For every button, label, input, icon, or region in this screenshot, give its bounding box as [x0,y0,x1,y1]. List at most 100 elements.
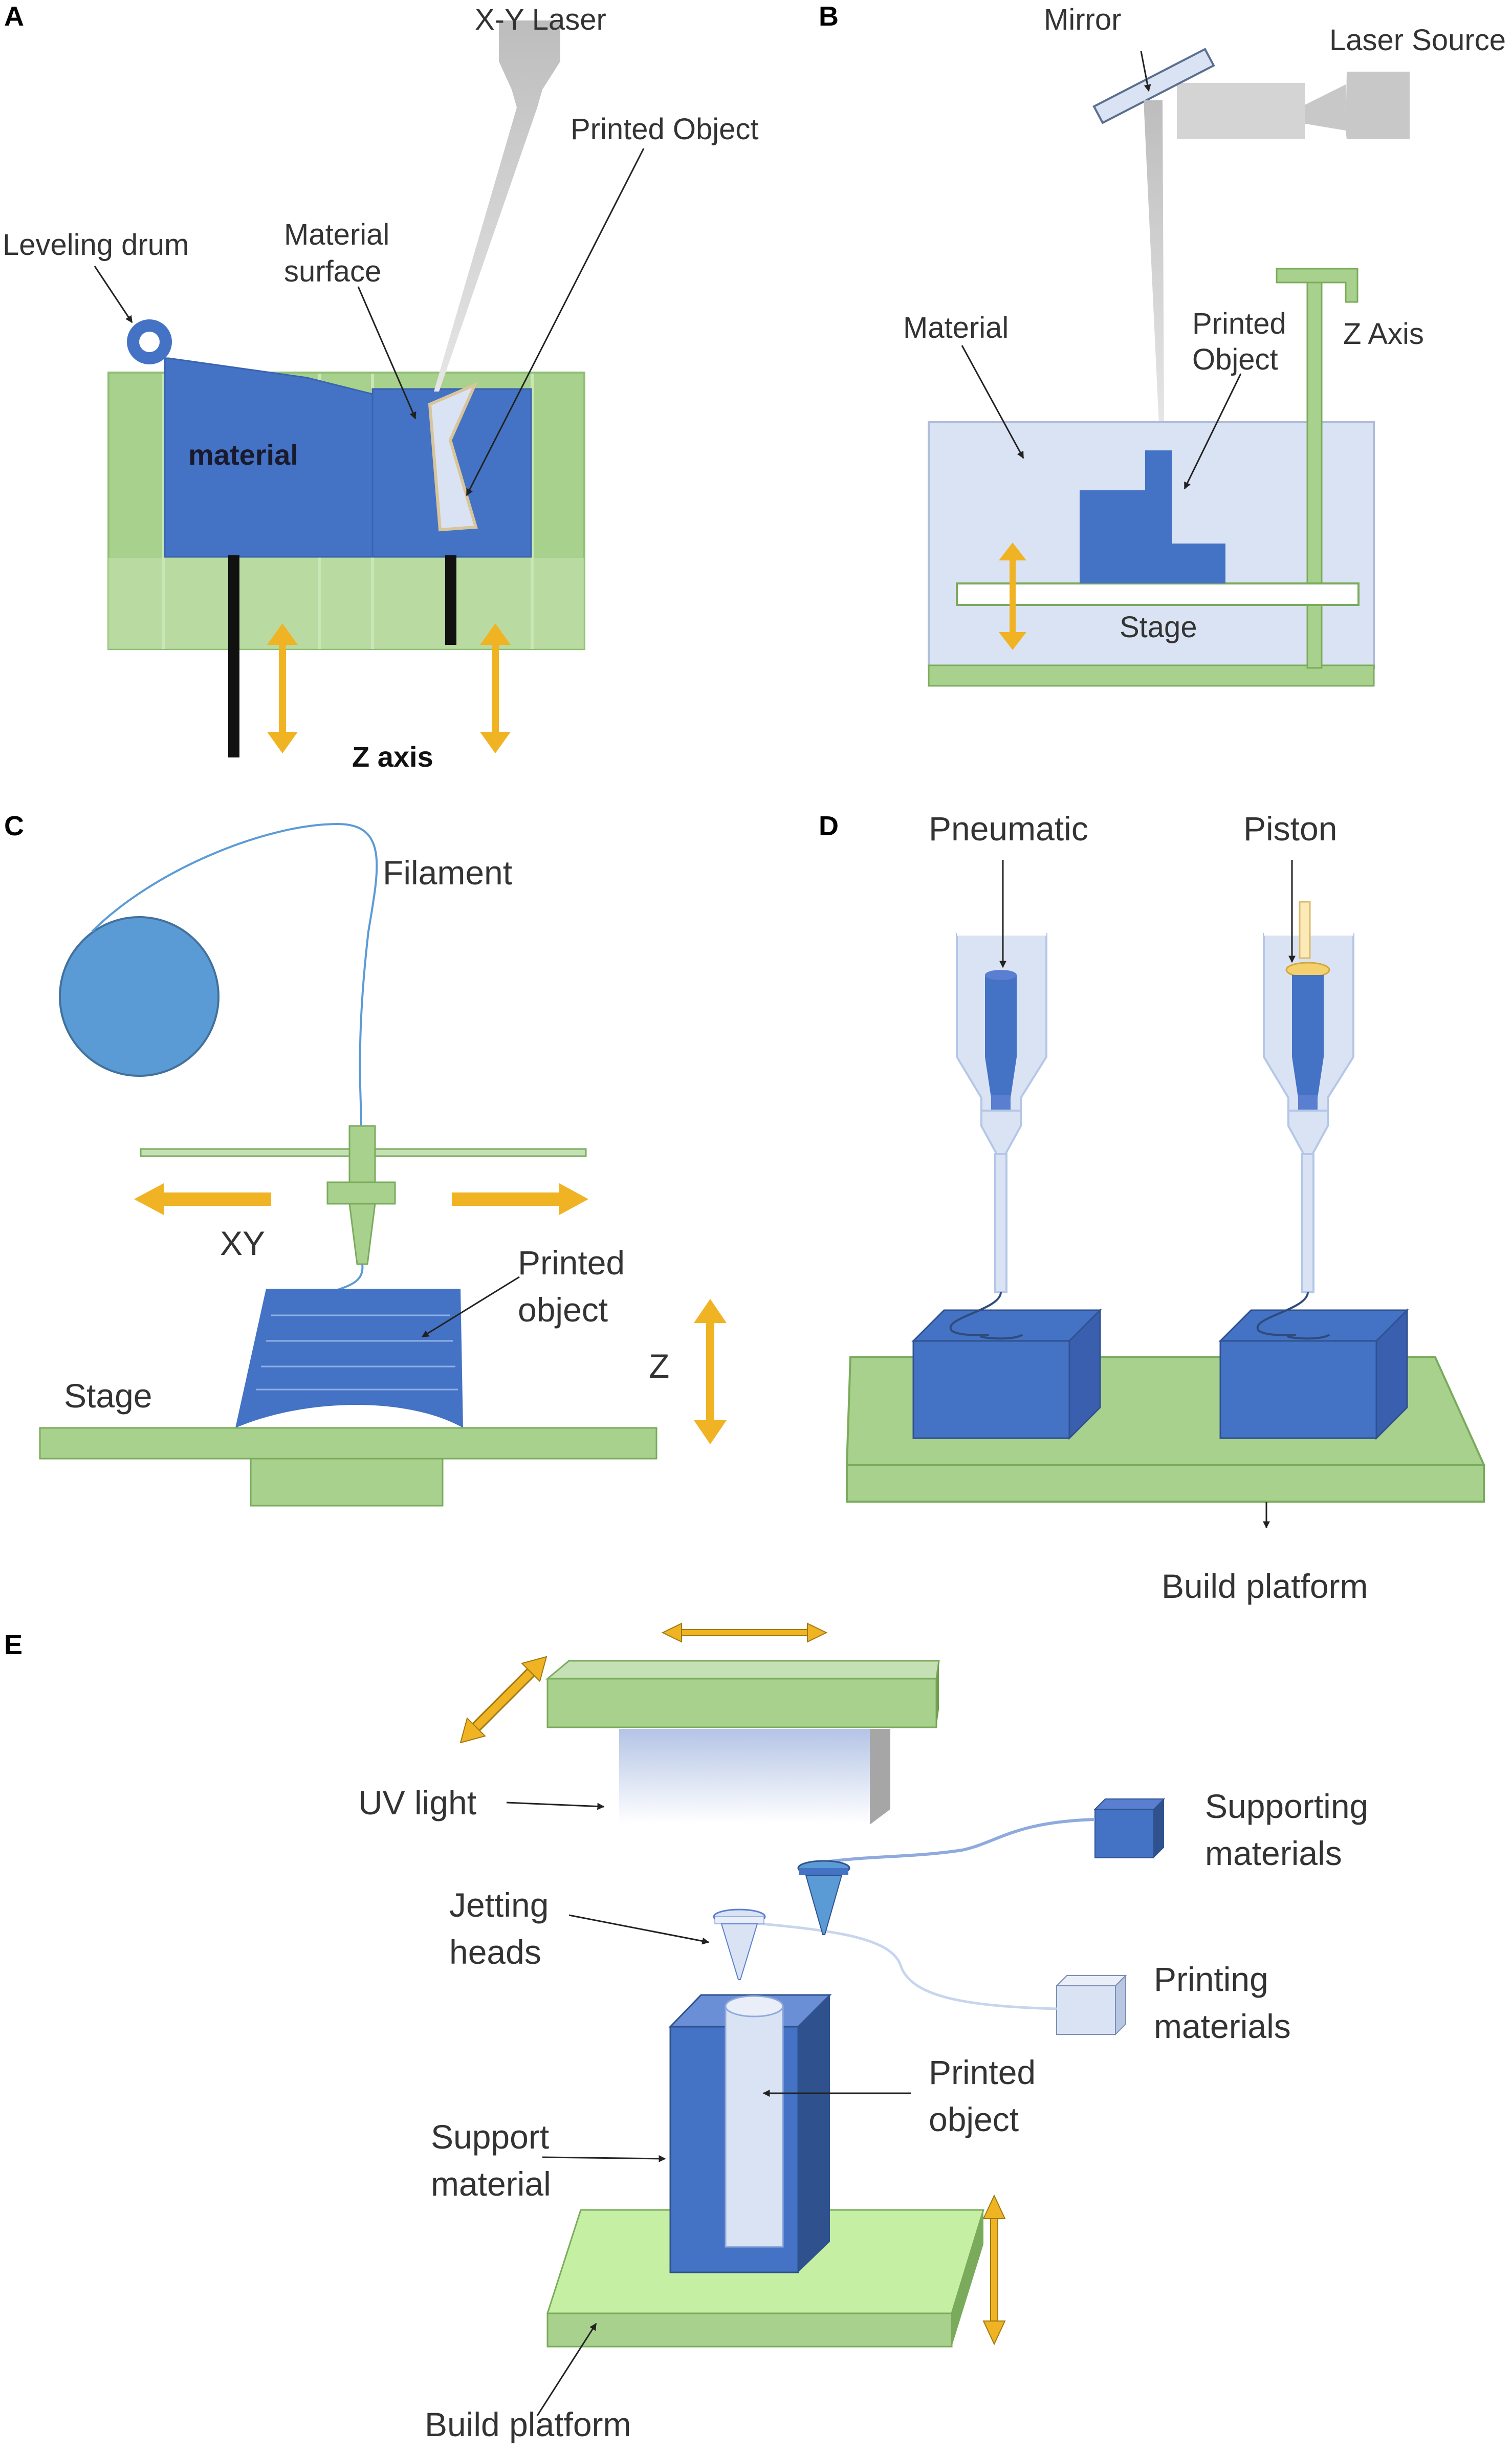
panel-c: C [4,811,727,1507]
label-filament: Filament [383,854,512,892]
label-pneumatic: Pneumatic [929,810,1088,848]
support-material-side [798,1995,830,2272]
tube-supporting [818,1818,1095,1864]
build-platform-e-side [952,2210,983,2347]
z-arrow-c [694,1299,727,1444]
laser-beam [434,20,560,392]
z-arrow-b [999,543,1026,650]
extruder-block [326,1181,396,1205]
label-build-platform-d: Build platform [1162,1567,1368,1605]
jetting-head-supporting [797,1860,850,1935]
label-build-platform-e: Build platform [425,2405,631,2443]
build-platform-d-front [846,1464,1485,1503]
printing-materials-box [1055,1974,1127,2036]
label-piston: Piston [1243,810,1337,848]
uv-light-side [870,1729,890,1825]
printed-object-c [235,1289,463,1428]
laser-beam-b [1144,100,1164,425]
filament-spool [59,916,220,1077]
panel-e: E [4,1622,1368,2443]
jetting-head-printing [713,1908,766,1980]
filament-line [91,822,378,1126]
label-xy: XY [220,1224,265,1262]
panel-letter-b: B [819,1,839,32]
label-support-material-1: Support [431,2118,549,2156]
label-material-a: material [188,439,298,471]
label-support-material-2: material [431,2165,551,2203]
label-printed-object-c-1: Printed [518,1244,625,1282]
syringe-pneumatic [956,932,1047,1293]
vat-lower-band [108,558,584,649]
printed-object-a [428,382,478,532]
stage-support-c [250,1458,444,1507]
label-printing-materials-2: materials [1154,2007,1291,2045]
label-printed-object-b-2: Object [1192,343,1278,376]
z-arrow-a1 [267,623,298,753]
leader-printed-object-a [466,148,645,496]
label-uv-light: UV light [358,1784,476,1821]
leader-build-platform-e [536,2323,597,2416]
leader-printed-object-b [1184,373,1242,490]
label-z-c: Z [649,1347,669,1385]
panel-letter-d: D [819,811,839,841]
supporting-materials-box [1093,1798,1166,1858]
extrude-strand [337,1264,364,1291]
label-printed-object-e-2: object [929,2100,1019,2138]
xy-arrow-right [452,1183,588,1215]
z-rod-left [228,555,239,757]
leader-mirror [1140,51,1151,92]
printed-object-b [1080,450,1225,583]
printed-object-cylinder [725,2005,784,2248]
build-platform-e-front [546,2312,953,2348]
label-xy-laser: X-Y Laser [475,3,606,36]
label-supporting-materials-1: Supporting [1205,1787,1368,1825]
z-rod-right [445,555,456,645]
label-laser-source: Laser Source [1329,24,1506,57]
panel-letter-e: E [4,1630,23,1660]
label-material-surface-2: surface [284,255,381,288]
label-material-surface-1: Material [284,218,389,251]
label-printed-object-a: Printed Object [571,113,759,146]
panel-letter-a: A [4,1,24,32]
label-z-axis-b: Z Axis [1343,317,1424,351]
tube-printing [741,1920,1057,2010]
label-printed-object-e-1: Printed [929,2053,1036,2091]
leader-material-b [961,345,1024,459]
label-stage-c: Stage [64,1377,152,1415]
label-printing-materials-1: Printing [1154,1960,1268,1998]
label-printed-object-b-1: Printed [1192,307,1286,340]
uv-head-front [546,1678,937,1728]
panel-b: B Mirror Laser Source [819,1,1506,687]
uv-light-glow [619,1729,888,1824]
stage-b [956,582,1360,606]
label-jetting-heads-2: heads [449,1933,541,1971]
stage-c [39,1427,658,1460]
leader-support-material [542,2155,666,2162]
extruder-body [348,1125,376,1183]
label-supporting-materials-2: materials [1205,1834,1342,1872]
e-arrow-diagonal [459,1656,547,1744]
uv-head-side [936,1661,939,1727]
panel-a: A [3,1,759,773]
xy-arrow-left [134,1183,271,1215]
uv-head-top [545,1660,940,1680]
leader-material-surface [357,286,417,420]
z-arrow-a2 [480,623,511,753]
z-axis-column [1306,278,1323,669]
laser-source [1177,72,1410,139]
z-axis-hook [1276,268,1358,303]
leader-jetting-heads [568,1914,710,1945]
e-arrow-horizontal [661,1622,828,1643]
strand-piston [1256,1292,1330,1340]
label-stage-b: Stage [1120,611,1197,644]
label-material-b: Material [903,311,1009,344]
label-mirror: Mirror [1044,3,1121,36]
tank-base [928,664,1375,687]
leader-leveling-drum [94,266,133,323]
printed-box-right [1218,1308,1409,1440]
leveling-drum-hole [139,332,160,352]
syringe-piston [1263,901,1354,1293]
printed-object-cylinder-top [725,1995,784,2018]
label-jetting-heads-1: Jetting [449,1886,549,1924]
